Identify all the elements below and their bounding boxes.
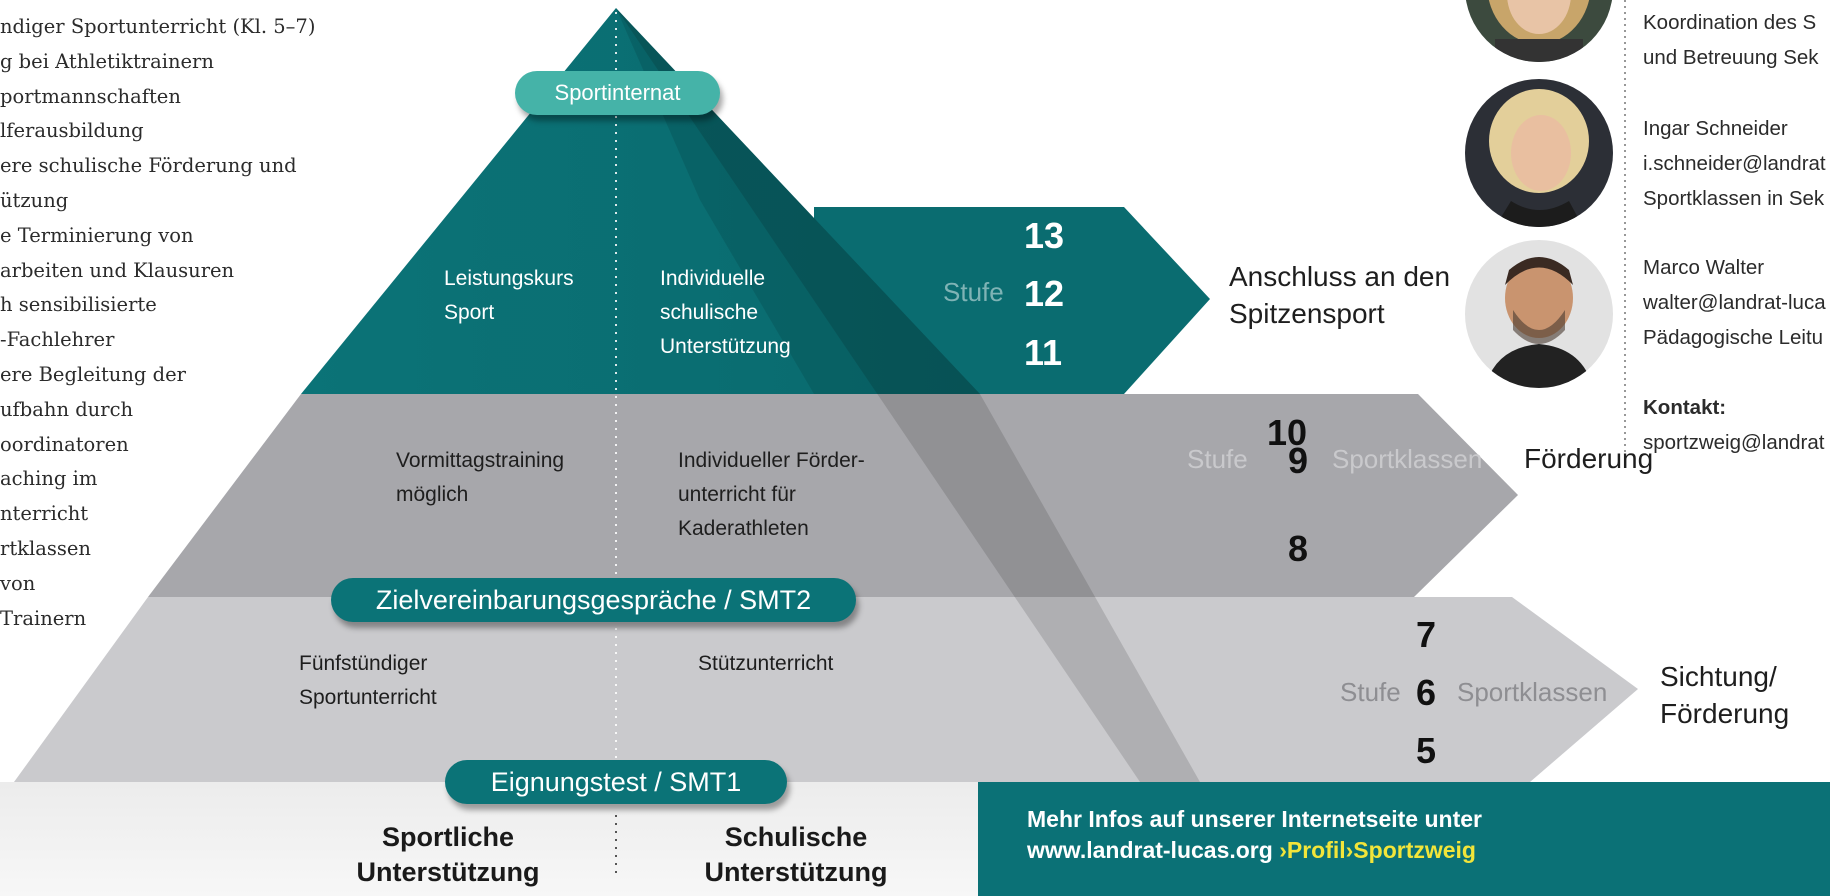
top-right-text: Individuelle schulische Unterstützung [660,267,791,358]
eignungstest-pill-label: Eignungstest / SMT1 [490,766,742,797]
left-feature-list: ndiger Sportunterricht (Kl. 5–7) g bei At… [0,10,340,636]
tier-teal-pyramid [301,8,980,394]
sportinternat-pill: Sportinternat [515,71,720,115]
info-line2[interactable]: www.landrat-lucas.org ›Profil›Sportzweig [1027,835,1482,866]
avatar-ingar-schneider [1465,79,1613,227]
tier-dark-grey [148,394,1518,597]
schulische-unterstuetzung-label: Schulische Unterstützung [704,822,888,887]
floor-band [0,782,978,896]
left-list-item: von [0,571,36,595]
left-list-item: Trainern [0,606,87,630]
left-list-item: aching im [0,467,98,491]
left-list-item: arbeiten und Klausuren [0,258,235,282]
stufe-label-top: Stufe [943,277,1004,307]
contact-name: Marco Walter [1643,256,1765,279]
left-list-item: portmannschaften [0,84,181,108]
contact-email[interactable]: walter@landrat-luca [1643,291,1826,314]
contact-role: Sportklassen in Sek [1643,187,1825,210]
left-list-item: e Terminierung von [0,223,194,247]
zielvereinbarung-pill: Zielvereinbarungsgespräche / SMT2 [331,578,856,622]
contact-first-line2: und Betreuung Sek [1643,46,1819,69]
top-left-text: Leistungskurs Sport [444,267,574,324]
left-list-item: ndiger Sportunterricht (Kl. 5–7) [0,15,316,38]
info-text: Mehr Infos auf unserer Internetseite unt… [1027,804,1482,866]
left-list-item: ere schulische Förderung und [0,154,297,178]
contact-email[interactable]: i.schneider@landrat [1643,152,1826,175]
contact-name: Ingar Schneider [1643,117,1788,140]
sportklassen-label-low: Sportklassen [1457,677,1608,707]
contact-ingar-schneider: Ingar Schneider i.schneider@landrat Spor… [1643,111,1826,216]
mid-right-text: Individueller Förder- unterricht für Kad… [678,449,865,540]
zielvereinbarung-pill-label: Zielvereinbarungsgespräche / SMT2 [375,584,812,615]
avatar-marco-walter [1465,240,1613,388]
contact-general: Kontakt: sportzweig@landrat [1643,390,1824,460]
grade-6: 6 [1416,672,1437,713]
arrow-label-sichtung: Sichtung/ Förderung [1660,661,1790,729]
left-list-item: lferausbildung [0,119,144,143]
grade-7: 7 [1416,614,1437,655]
left-list-item: g bei Athletiktrainern [0,49,214,73]
mid-left-text: Vormittagstraining möglich [396,449,565,506]
low-left-text: Fünfstündiger Sportunterricht [299,652,437,709]
info-url[interactable]: www.landrat-lucas.org [1027,837,1273,863]
grade-9: 9 [1288,440,1309,481]
left-list-item: ützung [0,188,69,212]
low-right-text: Stützunterricht [698,652,834,675]
left-list-item: oordinatoren [0,432,129,456]
info-url-path[interactable]: ›Profil›Sportzweig [1272,837,1476,863]
arrow-label-foerderung: Förderung [1524,443,1654,474]
info-banner: Mehr Infos auf unserer Internetseite unt… [978,782,1830,896]
left-list-item: rtklassen [0,536,91,560]
info-line1: Mehr Infos auf unserer Internetseite unt… [1027,806,1482,832]
left-list-item: h sensibilisierte [0,293,157,317]
sportinternat-pill-label: Sportinternat [554,80,681,105]
eignungstest-pill: Eignungstest / SMT1 [445,760,787,804]
pyramid-facet [616,8,1200,782]
grade-11: 11 [1024,332,1063,373]
stufe-label-low: Stufe [1340,677,1401,707]
contact-marco-walter: Marco Walter walter@landrat-luca Pädagog… [1643,250,1826,355]
tier-light-grey [14,597,1638,782]
stufe-label-mid: Stufe [1187,444,1248,474]
left-list-item: nterricht [0,502,89,526]
contact-role: Pädagogische Leitu [1643,326,1824,349]
contact-general-email[interactable]: sportzweig@landrat [1643,431,1825,454]
sportliche-unterstuetzung-label: Sportliche Unterstützung [356,822,540,887]
grade-8: 8 [1288,528,1309,569]
grade-10: 10 [1267,412,1308,453]
left-list-item: ere Begleitung der [0,362,186,386]
contact-heading: Kontakt: [1643,396,1727,419]
left-list-item: ufbahn durch [0,397,134,421]
left-list-item: -Fachlehrer [0,328,115,352]
grade-13: 13 [1024,215,1065,256]
contact-first-line1: Koordination des S [1643,11,1817,34]
contact-first: Koordination des S und Betreuung Sek [1643,5,1819,75]
grade-5: 5 [1416,730,1437,771]
arrow-label-spitzensport: Anschluss an den Spitzensport [1229,261,1451,329]
grade-12: 12 [1024,273,1065,314]
sportklassen-label-mid: Sportklassen [1332,444,1483,474]
